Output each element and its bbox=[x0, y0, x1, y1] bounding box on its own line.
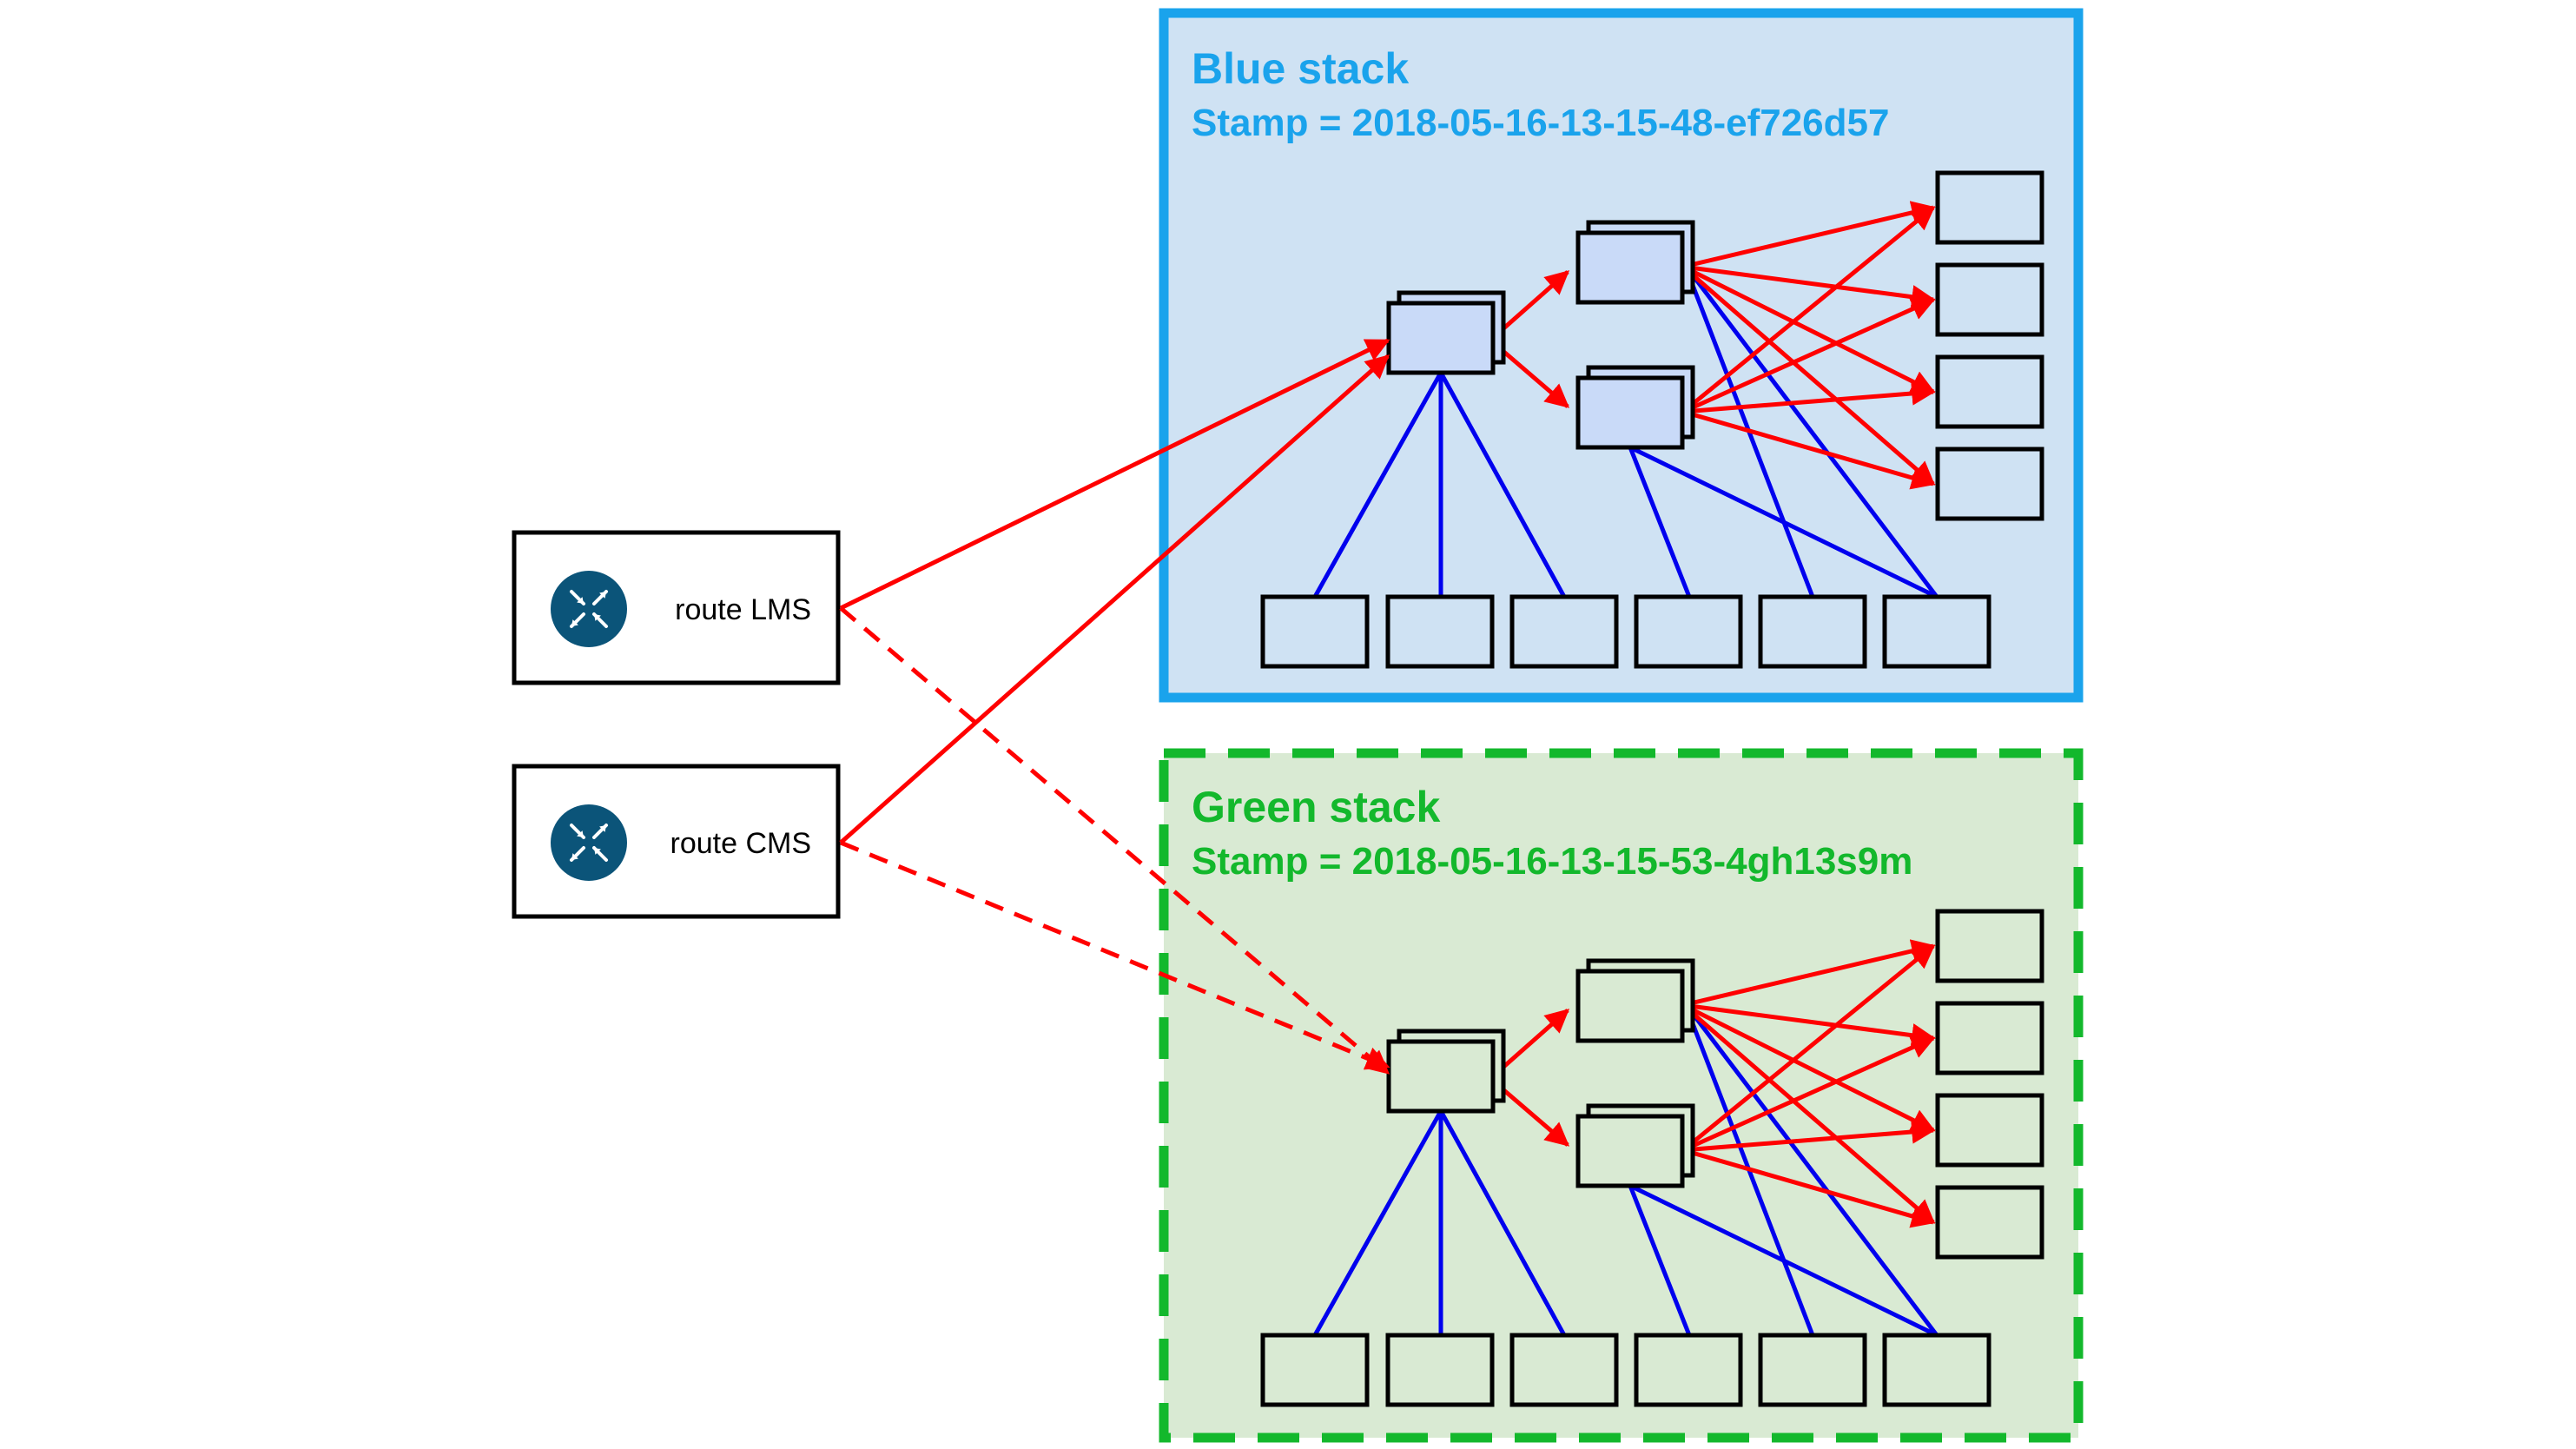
request-arrow bbox=[1681, 944, 1936, 1152]
root-service-box bbox=[1386, 1039, 1496, 1114]
request-arrow bbox=[1681, 1003, 1936, 1224]
blue-stack: Blue stack Stamp = 2018-05-16-13-15-48-e… bbox=[1159, 8, 2084, 703]
router-icon-arrowhead bbox=[577, 830, 584, 837]
request-arrow bbox=[1682, 1002, 1936, 1048]
leaf-service-box bbox=[1385, 594, 1495, 669]
leaf-service-box bbox=[1260, 594, 1370, 669]
leaf-service-box bbox=[1509, 594, 1619, 669]
dependency-line bbox=[1628, 447, 1692, 598]
leaf-service-box bbox=[1935, 1093, 2044, 1168]
dependency-line bbox=[1438, 371, 1567, 599]
route-connections bbox=[839, 338, 1390, 1075]
leaf-service-box bbox=[1935, 354, 2044, 429]
router-icon-arrowhead bbox=[577, 597, 584, 604]
request-arrow bbox=[1681, 1035, 1936, 1153]
dependency-line bbox=[1683, 263, 1939, 599]
request-arrow bbox=[1492, 1009, 1570, 1077]
leaf-service-box bbox=[1509, 1333, 1619, 1407]
request-arrow bbox=[1492, 1080, 1570, 1147]
leaf-service-box bbox=[1758, 1333, 1867, 1407]
mid-service-box-upper bbox=[1575, 969, 1685, 1043]
leaf-service-box bbox=[1634, 594, 1743, 669]
request-arrow bbox=[1682, 939, 1936, 1008]
blue-stack-stamp: Stamp = 2018-05-16-13-15-48-ef726d57 bbox=[1192, 102, 1889, 144]
green-stack: Green stack Stamp = 2018-05-16-13-15-53-… bbox=[1159, 748, 2084, 1443]
router-icon bbox=[551, 571, 627, 647]
lms-to-blue-arrow bbox=[839, 338, 1390, 611]
service-boxes bbox=[1260, 909, 2044, 1407]
request-arrow bbox=[1682, 381, 1936, 414]
request-arrow bbox=[1681, 264, 1936, 394]
green-stack-stamp: Stamp = 2018-05-16-13-15-53-4gh13s9m bbox=[1192, 840, 1912, 883]
leaf-service-box bbox=[1882, 1333, 1991, 1407]
route-cms-label: route CMS bbox=[670, 827, 812, 860]
request-arrow bbox=[1492, 341, 1570, 408]
leaf-service-box bbox=[1634, 1333, 1743, 1407]
route-lms-label: route LMS bbox=[675, 593, 811, 626]
request-arrow bbox=[1681, 206, 1936, 414]
route-cms[interactable]: route CMS bbox=[512, 764, 841, 919]
dependency-line bbox=[1628, 1185, 1692, 1336]
request-arrow bbox=[1682, 264, 1936, 309]
dependency-line bbox=[1438, 1109, 1567, 1337]
router-icon-arrowhead bbox=[599, 592, 606, 599]
leaf-service-box bbox=[1935, 1185, 2044, 1260]
leaf-service-box bbox=[1935, 170, 2044, 245]
leaf-service-box bbox=[1935, 262, 2044, 337]
mid-service-box-lower bbox=[1575, 375, 1685, 450]
request-arrow bbox=[1492, 270, 1570, 339]
leaf-service-box bbox=[1385, 1333, 1495, 1407]
dependency-line bbox=[1312, 371, 1443, 599]
mid-service-box-lower bbox=[1575, 1114, 1685, 1188]
leaf-service-box bbox=[1758, 594, 1867, 669]
blue-stack-title: Blue stack bbox=[1192, 44, 1409, 93]
request-arrow bbox=[1682, 409, 1936, 490]
green-stack-title: Green stack bbox=[1192, 783, 1440, 831]
dependency-line bbox=[1312, 1109, 1443, 1337]
leaf-service-box bbox=[1260, 1333, 1370, 1407]
request-arrow bbox=[1681, 297, 1936, 414]
mid-service-box-upper bbox=[1575, 230, 1685, 305]
cms-to-blue-arrow bbox=[839, 354, 1390, 844]
router-icon-circle bbox=[551, 571, 627, 647]
cms-to-green-dashed-arrow bbox=[840, 840, 1390, 1070]
router-icon-arrowhead bbox=[571, 619, 578, 626]
green-stack-graph bbox=[1260, 909, 2044, 1407]
request-arrow bbox=[1682, 1148, 1936, 1228]
router-icon-arrowhead bbox=[594, 848, 601, 855]
request-arrow bbox=[1681, 265, 1936, 486]
service-boxes bbox=[1260, 170, 2044, 669]
request-arrow bbox=[1682, 201, 1936, 269]
leaf-service-box bbox=[1935, 909, 2044, 983]
request-arrows bbox=[1492, 201, 1936, 490]
router-icon-circle bbox=[551, 804, 627, 881]
request-arrow bbox=[1681, 1002, 1936, 1133]
router-icon bbox=[551, 804, 627, 881]
router-icon-arrowhead bbox=[594, 614, 601, 621]
request-arrows bbox=[1492, 939, 1936, 1228]
blue-stack-graph bbox=[1260, 170, 2044, 669]
leaf-service-box bbox=[1935, 447, 2044, 521]
lms-to-green-dashed-arrow bbox=[839, 606, 1390, 1075]
leaf-service-box bbox=[1882, 594, 1991, 669]
root-service-box bbox=[1386, 301, 1496, 375]
route-lms[interactable]: route LMS bbox=[512, 530, 841, 685]
router-icon-arrowhead bbox=[599, 825, 606, 832]
router-icon-arrowhead bbox=[571, 853, 578, 860]
request-arrow bbox=[1682, 1120, 1936, 1153]
dependency-line bbox=[1683, 1002, 1939, 1337]
leaf-service-box bbox=[1935, 1001, 2044, 1075]
